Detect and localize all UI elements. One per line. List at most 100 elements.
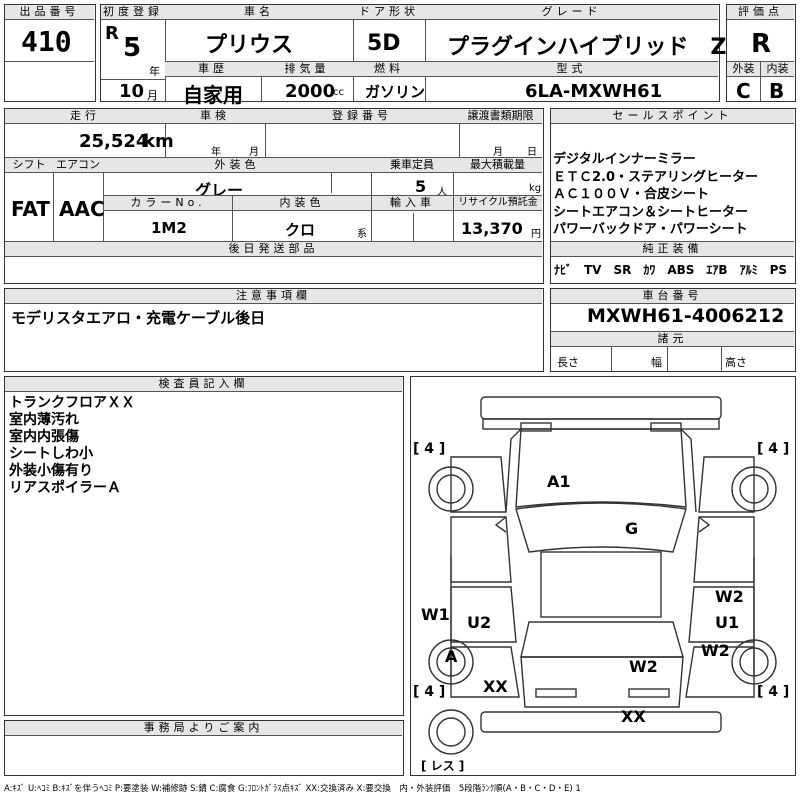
inspector-label: 検査員記入欄 [5,377,402,392]
model-label: 型式 [425,62,718,77]
car-name-label: 車名 [165,5,353,20]
insp-year-unit: 年 [211,147,221,158]
car-outline [428,396,777,755]
interior-label: 内装色 [233,196,371,211]
first-reg-label: 初度登録 [101,5,165,20]
equipment-list: ﾅﾋﾞ TV SR ｶﾜ ABS ｴｱB ｱﾙﾐ PS PW [554,263,800,277]
recycle-fee: 13,370 [461,219,523,238]
lot-number: 410 [21,25,72,58]
load-unit: kg [529,183,542,194]
load-label: 最大積載量 [453,158,542,173]
inspector-notes: トランクフロアＸＸ 室内薄汚れ 室内内張傷 シートしわ小 外装小傷有り リアスポ… [9,395,135,496]
ext-grade: C [736,79,751,103]
grade-label: グレード [425,5,718,20]
sales-points: デジタルインナーミラー ＥＴＣ2.0・ステアリングヒーター ＡＣ１００Ｖ・合皮シ… [553,152,759,237]
transfer-day-unit: 日 [527,147,537,158]
cc-unit: cc [333,87,344,98]
chassis-box: 車台番号 MXWH61-4006212 諸元 長さ 幅 高さ [550,288,796,372]
color-no-label: カラーNo. [104,196,232,211]
mark-w2-trunk: W2 [629,657,658,676]
mark-u1: U1 [715,613,740,632]
chassis-label: 車台番号 [551,289,794,304]
lot-box: 出品番号 410 [4,4,96,102]
history: 自家用 [183,83,243,107]
yen-unit: 円 [531,229,541,240]
later-label: 後日発送部品 [5,242,542,257]
transfer-month-unit: 月 [493,147,503,158]
office-box: 事務局よりご案内 [4,720,404,776]
inspector-box: 検査員記入欄 トランクフロアＸＸ 室内薄汚れ 室内内張傷 シートしわ小 外装小傷… [4,376,404,716]
displacement: 2000 [285,81,336,102]
tire-front-left: [ 4 ] [413,441,446,457]
seats: 5 [415,177,427,196]
door-label: ドア形状 [353,5,425,20]
history-label: 車歴 [165,62,261,77]
sales-box: セールスポイント デジタルインナーミラー ＥＴＣ2.0・ステアリングヒーター Ａ… [550,108,800,284]
year: 5 [123,33,142,63]
damage-diagram: [ 4 ] [ 4 ] [ 4 ] [ 4 ] A1 G W2 W1 U2 U1… [410,376,796,776]
month: 10 [119,81,145,102]
mark-a: A [445,647,458,666]
spare-tire-less: [ レス ] [421,759,465,773]
equip-label: 純正装備 [551,242,794,257]
ac: AAC [59,197,105,221]
inspection-label: 車検 [165,109,265,124]
km-unit: km [143,131,174,152]
legend: A:ｷｽﾞ U:ﾍｺﾐ B:ｷｽﾞを伴うﾍｺﾐ P:要塗装 W:補修跡 S:錆 … [4,784,581,794]
model: 6LA-MXWH61 [525,81,663,102]
mark-xx-bumper: XX [621,707,646,726]
era: R [105,23,119,44]
height-label: 高さ [725,356,747,369]
lot-label: 出品番号 [5,5,94,20]
notice-label: 注意事項欄 [5,289,542,304]
mileage-label: 走行 [5,109,165,124]
tire-rear-left: [ 4 ] [413,684,446,700]
color-no: 1M2 [151,219,187,237]
seats-label: 乗車定員 [371,158,453,173]
length-label: 長さ [557,356,579,369]
chassis-number: MXWH61-4006212 [587,305,785,327]
score-label: 評価点 [727,5,794,20]
ext-label: 外装 [727,62,760,77]
mark-w2-right-lower: W2 [701,641,730,660]
insp-month-unit: 月 [249,147,259,158]
mark-w1: W1 [421,605,450,624]
notice-text: モデリスタエアロ・充電ケーブル後日 [11,309,266,327]
displacement-label: 排気量 [261,62,353,77]
int-grade: B [769,79,785,103]
interior-unit: 系 [357,229,367,240]
reg-label: 登録番号 [265,109,459,124]
ac-label: エアコン [53,158,103,173]
tire-rear-right: [ 4 ] [757,684,790,700]
mark-u2: U2 [467,613,492,632]
details-box: 走行 車検 登録番号 譲渡書類期限 25,524 km 年 月 月 日 シフト … [4,108,544,284]
score: R [751,29,772,59]
import-label: 輸入車 [372,196,453,211]
width-label: 幅 [651,356,662,369]
color-label: 外装色 [103,158,371,173]
int-label: 内装 [761,62,794,77]
fuel: ガソリン [365,83,426,101]
recycle-label: リサイクル預託金 [454,196,542,211]
tire-front-right: [ 4 ] [757,441,790,457]
year-unit: 年 [149,65,160,78]
sales-label: セールスポイント [551,109,794,124]
grade: プラグインハイブリッド Z [447,35,727,60]
car-name: プリウス [205,33,294,58]
notice-box: 注意事項欄 モデリスタエアロ・充電ケーブル後日 [4,288,544,372]
transfer-label: 譲渡書類期限 [459,109,542,124]
interior-color: クロ [285,221,316,239]
mark-xx-left: XX [483,677,508,696]
specs-label: 諸元 [551,332,794,347]
month-unit: 月 [147,89,158,102]
shift-label: シフト [5,158,53,173]
fuel-label: 燃料 [353,62,425,77]
seats-unit: 人 [437,187,447,198]
mark-g: G [625,519,639,538]
first-registration-box: 初度登録 車名 ドア形状 グレード R 5 年 プリウス 5D プラグインハイブ… [100,4,727,107]
score-box: 評価点 R 外装 内装 C B [726,4,796,103]
mark-a1: A1 [547,472,571,491]
mark-w2-right-upper: W2 [715,587,744,606]
mileage: 25,524 [79,131,149,152]
door: 5D [367,31,401,56]
